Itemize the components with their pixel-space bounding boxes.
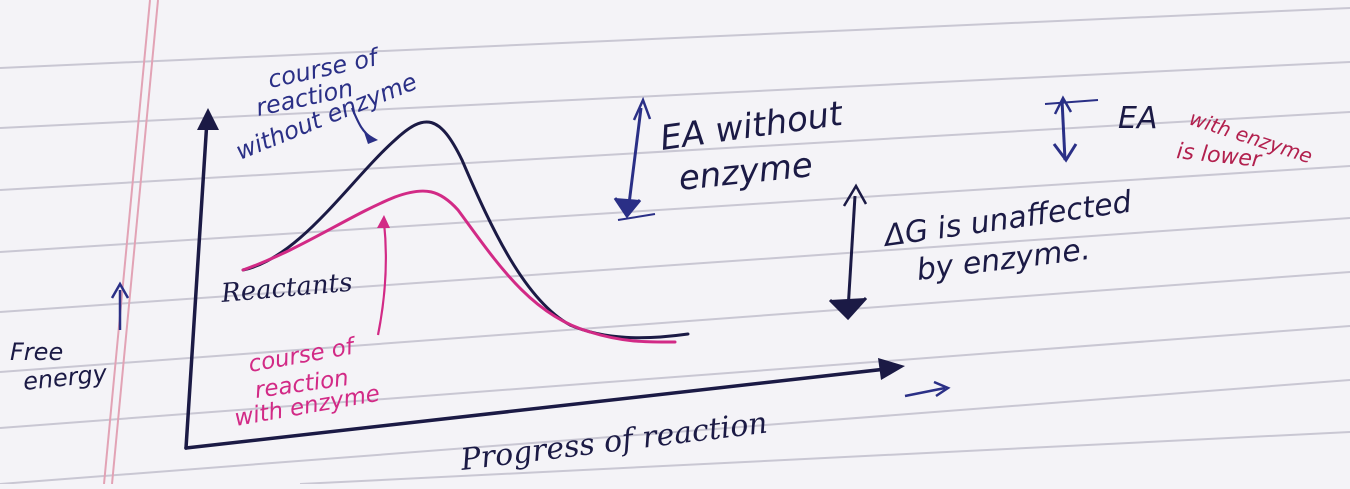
pointer-arrow-with-enzyme [376, 221, 387, 336]
label-ea-without-1: EA without [658, 94, 847, 159]
pointer-arrowhead-without-enzyme [364, 132, 378, 144]
label-x-axis: Progress of reaction [458, 406, 770, 478]
margin-lines [103, 0, 159, 485]
y-label-up-arrowhead [110, 281, 130, 299]
y-axis-line [184, 118, 209, 450]
x-label-right-arrow [904, 386, 946, 398]
curve-with-enzyme [241, 189, 677, 344]
x-axis-line [184, 366, 897, 450]
label-y-axis-1: Free [10, 338, 63, 366]
label-reactants: Reactants [219, 268, 354, 309]
label-ea-with-1: EA [1118, 101, 1157, 136]
ea-with-arrow [1044, 95, 1099, 163]
x-axis-arrowhead [878, 358, 905, 380]
ea-without-arrow [613, 96, 656, 221]
axes [184, 118, 897, 450]
x-label-right-arrowhead [933, 380, 951, 398]
y-axis-arrowhead [197, 108, 219, 130]
pointer-arrowhead-with-enzyme [377, 215, 390, 228]
ruled-lines [0, 7, 1350, 485]
dg-arrow [828, 183, 868, 321]
